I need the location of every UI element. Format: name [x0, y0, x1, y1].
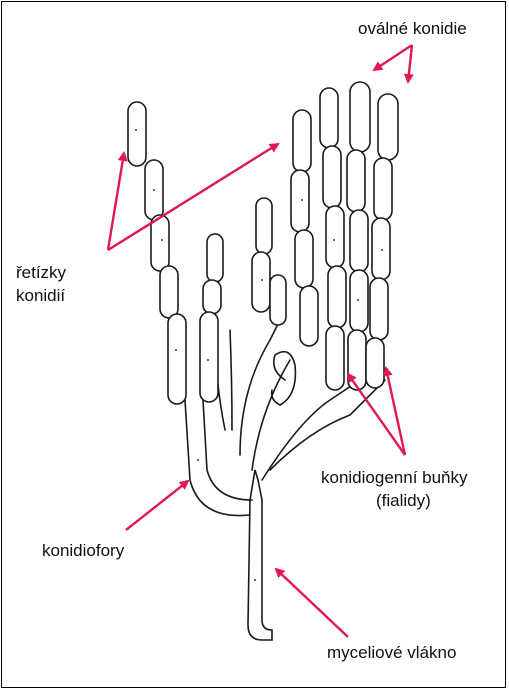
- label-conidiogenous-cells-line1: konidiogenní buňky: [321, 467, 468, 489]
- arrow-oval-conidia-2: [408, 45, 412, 82]
- arrow-mycelial-hypha: [276, 569, 348, 637]
- arrow-chains-1: [108, 153, 124, 250]
- label-conidia-chains-line1: řetízky: [16, 262, 66, 284]
- arrow-conidiophores: [126, 481, 188, 530]
- conidia-chain-left: [128, 102, 186, 404]
- arrow-oval-conidia-1: [374, 45, 412, 70]
- mycelial-hypha: [248, 500, 272, 640]
- conidia-chain-right-1: [320, 88, 346, 390]
- label-conidia-chains-line2: konidií: [16, 285, 65, 307]
- label-conidiogenous-cells-line2: (fialidy): [376, 490, 431, 512]
- conidia-chain-left-middle: [200, 234, 223, 402]
- label-conidiophores: konidiofory: [42, 540, 124, 562]
- conidia-chain-center: [291, 110, 318, 346]
- conidia-chain-middle: [252, 198, 286, 325]
- label-oval-conidia: oválné konidie: [358, 18, 467, 40]
- label-mycelial-hypha: myceliové vlákno: [327, 642, 456, 664]
